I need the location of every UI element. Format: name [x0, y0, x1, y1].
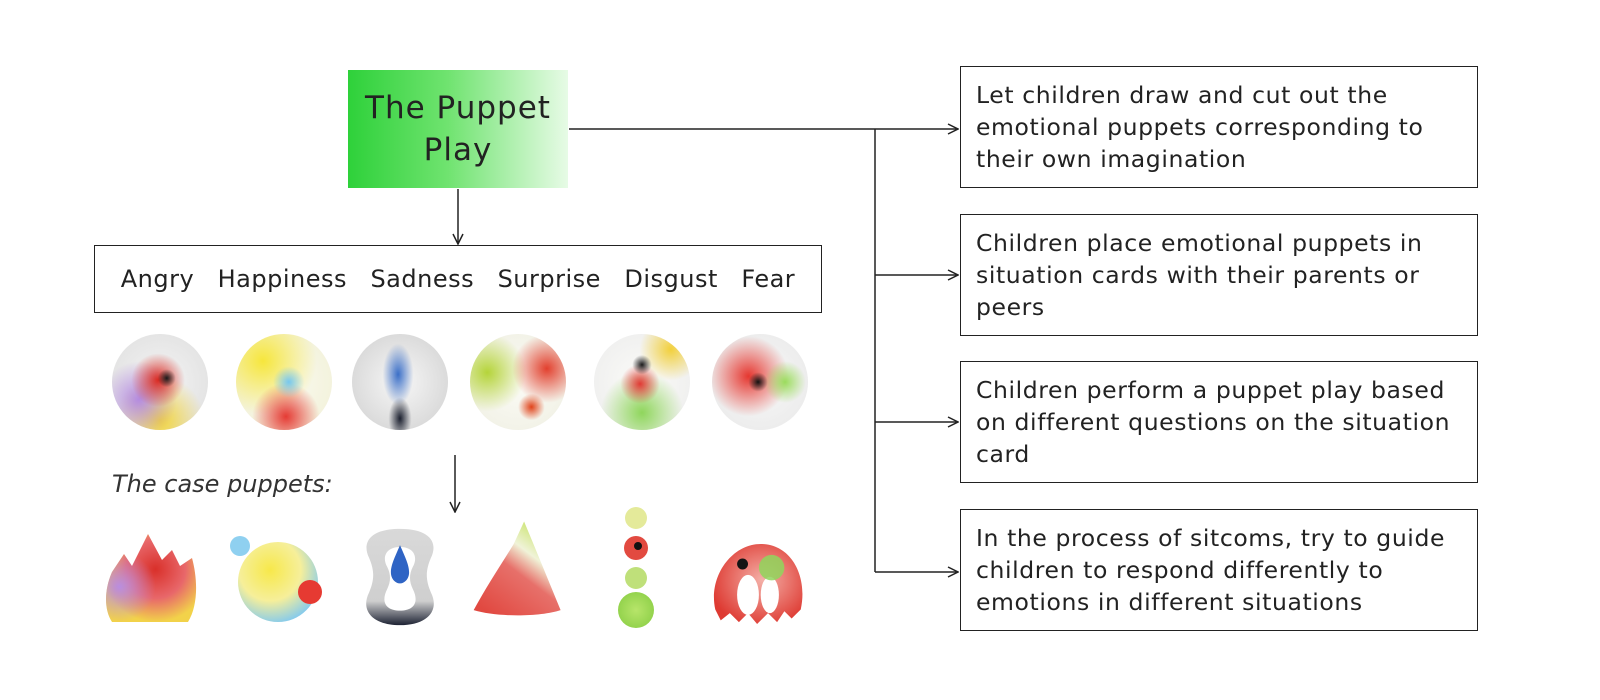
fear-color-bubble [712, 334, 808, 430]
happiness-color-bubble [236, 334, 332, 430]
step-box-situation-cards: Children place emotional puppets in situ… [960, 214, 1478, 336]
emotion-label-disgust: Disgust [624, 265, 718, 293]
disgust-puppet-figure [618, 507, 654, 628]
angry-color-bubble [112, 334, 208, 430]
step-text: Let children draw and cut out the emotio… [976, 81, 1424, 173]
step-box-perform-play: Children perform a puppet play based on … [960, 361, 1478, 483]
title-node: The Puppet Play [348, 70, 568, 188]
surprise-puppet-figure [473, 521, 561, 616]
surprise-color-bubble [470, 334, 566, 430]
emotion-label-angry: Angry [120, 265, 195, 293]
disgust-color-bubble [594, 334, 690, 430]
step-box-draw-puppets: Let children draw and cut out the emotio… [960, 66, 1478, 188]
step-text: Children perform a puppet play based on … [976, 376, 1451, 468]
step-text: Children place emotional puppets in situ… [976, 229, 1423, 321]
happiness-puppet-figure [230, 536, 322, 622]
sadness-color-bubble [352, 334, 448, 430]
emotion-label-sadness: Sadness [370, 265, 475, 293]
emotion-label-fear: Fear [741, 265, 796, 293]
emotions-box: Angry Happiness Sadness Surprise Disgust… [94, 245, 822, 313]
case-puppets-label: The case puppets: [112, 470, 333, 498]
angry-puppet-figure [106, 534, 197, 622]
title-text: The Puppet Play [365, 90, 551, 168]
emotion-label-happiness: Happiness [217, 265, 347, 293]
step-box-guide-responses: In the process of sitcoms, try to guide … [960, 509, 1478, 631]
emotion-label-surprise: Surprise [497, 265, 601, 293]
sadness-puppet-figure [366, 528, 434, 626]
step-text: In the process of sitcoms, try to guide … [976, 524, 1446, 616]
fear-puppet-figure [713, 544, 803, 624]
